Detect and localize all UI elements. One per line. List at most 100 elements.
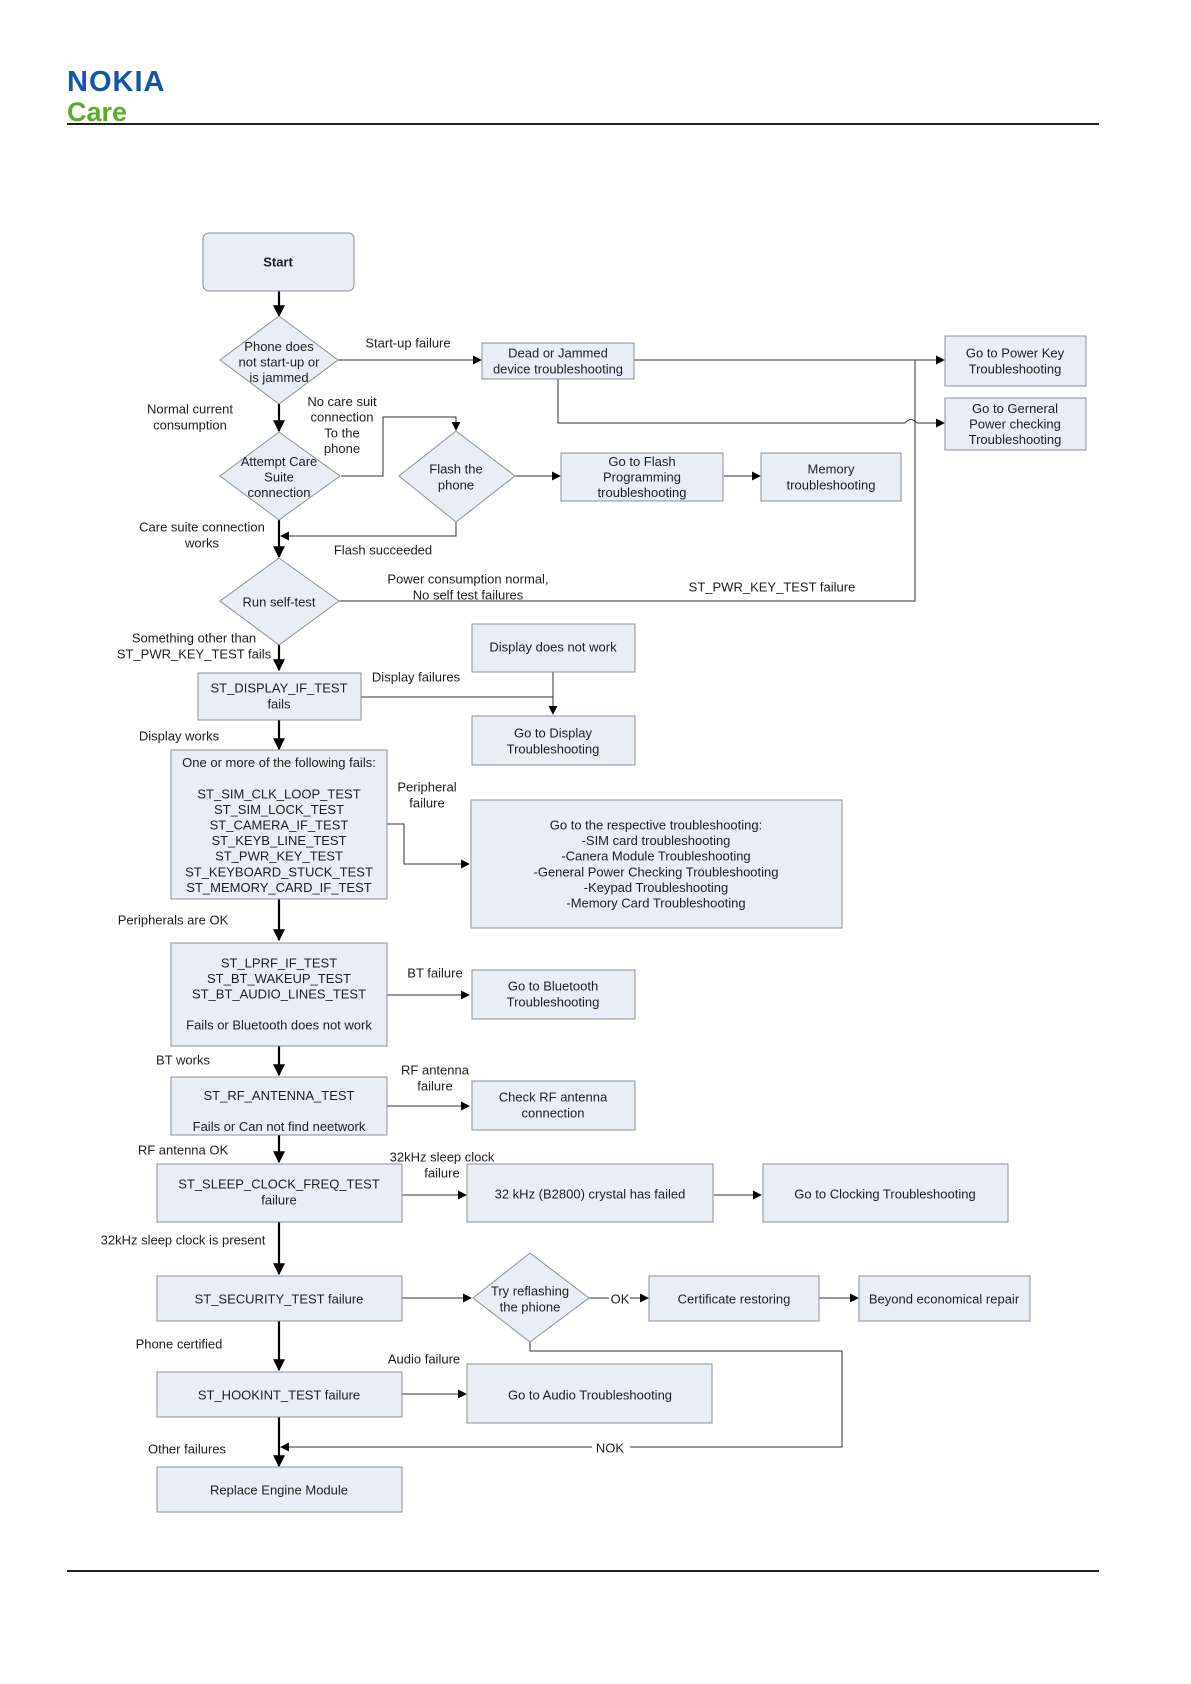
text-line: BT works bbox=[156, 1053, 210, 1068]
text-line: Power consumption normal, bbox=[387, 572, 548, 587]
text-line: Beyond economical repair bbox=[869, 1292, 1020, 1307]
text-line: NOK bbox=[596, 1441, 625, 1456]
text-line: device troubleshooting bbox=[493, 361, 623, 376]
label-nok: NOK bbox=[596, 1441, 625, 1456]
text-line: is jammed bbox=[249, 370, 308, 385]
text-line: Peripheral bbox=[397, 780, 456, 795]
text-line: Go to Clocking Troubleshooting bbox=[794, 1187, 975, 1202]
label-phone-certified: Phone certified bbox=[136, 1337, 223, 1352]
footer-rule bbox=[67, 1570, 1099, 1572]
label-sleep-present: 32kHz sleep clock is present bbox=[101, 1233, 266, 1248]
text-line: RF antenna OK bbox=[138, 1143, 229, 1158]
text-line: connection bbox=[311, 410, 374, 425]
text-line: Start bbox=[263, 255, 293, 270]
connectors bbox=[273, 291, 945, 1468]
text-line: No care suit bbox=[307, 394, 377, 409]
beyond-repair-box: Beyond economical repair bbox=[858, 1275, 1031, 1322]
text-line: consumption bbox=[153, 417, 227, 432]
self-test-decision: Run self-test bbox=[219, 557, 340, 646]
text-line: Audio failure bbox=[388, 1352, 460, 1367]
text-line: 32kHz sleep clock bbox=[390, 1150, 495, 1165]
text-line: ST_BT_AUDIO_LINES_TEST bbox=[192, 987, 366, 1002]
label-power-normal: Power consumption normal,No self test fa… bbox=[387, 572, 548, 603]
text-line: Attempt Care bbox=[241, 454, 318, 469]
text-line: -Memory Card Troubleshooting bbox=[566, 896, 745, 911]
node-text: Replace Engine Module bbox=[210, 1483, 348, 1498]
header-rule bbox=[67, 123, 1099, 125]
text-line: -Canera Module Troubleshooting bbox=[561, 849, 750, 864]
start-node: Start bbox=[202, 232, 355, 292]
audio-troubleshooting-box: Go to Audio Troubleshooting bbox=[466, 1363, 713, 1424]
label-flash-succeeded: Flash succeeded bbox=[334, 543, 432, 558]
text-line: Troubleshooting bbox=[507, 994, 600, 1009]
text-line: ST_PWR_KEY_TEST bbox=[215, 849, 343, 864]
text-line: 32kHz sleep clock is present bbox=[101, 1233, 266, 1248]
text-line: failure bbox=[424, 1165, 459, 1180]
text-line: Something other than bbox=[132, 631, 256, 646]
hookint-test-box: ST_HOOKINT_TEST failure bbox=[156, 1371, 403, 1418]
text-line: ST_LPRF_IF_TEST bbox=[221, 955, 337, 970]
text-line: failure bbox=[417, 1078, 452, 1093]
label-bt-failure: BT failure bbox=[407, 966, 462, 981]
text-line: Start-up failure bbox=[365, 336, 450, 351]
text-line: Go to the respective troubleshooting: bbox=[550, 818, 762, 833]
text-line: ST_CAMERA_IF_TEST bbox=[210, 818, 349, 833]
text-line: ST_KEYBOARD_STUCK_TEST bbox=[185, 864, 373, 879]
label-rf-ok: RF antenna OK bbox=[138, 1143, 229, 1158]
node-text: Start bbox=[263, 255, 293, 270]
label-startup-failure: Start-up failure bbox=[365, 336, 450, 351]
label-ok: OK bbox=[611, 1292, 630, 1307]
node-text: Go to the respective troubleshooting:-SI… bbox=[534, 818, 779, 911]
clocking-troubleshooting-box: Go to Clocking Troubleshooting bbox=[762, 1163, 1009, 1223]
text-line: Go to Audio Troubleshooting bbox=[508, 1388, 672, 1403]
text-line: ST_HOOKINT_TEST failure bbox=[198, 1388, 360, 1403]
text-line: ST_DISPLAY_IF_TEST bbox=[210, 681, 347, 696]
label-peripherals-ok: Peripherals are OK bbox=[118, 913, 229, 928]
brand-name: NOKIA bbox=[67, 66, 166, 98]
text-line: works bbox=[184, 535, 219, 550]
certificate-restoring-box: Certificate restoring bbox=[648, 1275, 820, 1322]
text-line: ST_SECURITY_TEST failure bbox=[195, 1292, 364, 1307]
text-line: -SIM card troubleshooting bbox=[582, 833, 731, 848]
text-line: Power checking bbox=[969, 417, 1061, 432]
security-test-box: ST_SECURITY_TEST failure bbox=[156, 1275, 403, 1322]
text-line: ST_RF_ANTENNA_TEST bbox=[204, 1088, 355, 1103]
node-text: 32 kHz (B2800) crystal has failed bbox=[495, 1187, 686, 1202]
text-line: Go to Display bbox=[514, 726, 593, 741]
node-text: One or more of the following fails:ST_SI… bbox=[182, 755, 376, 895]
replace-engine-box: Replace Engine Module bbox=[156, 1466, 403, 1513]
peripheral-tests-box: One or more of the following fails:ST_SI… bbox=[170, 749, 388, 900]
text-line: Phone does bbox=[244, 339, 314, 354]
text-line: ST_PWR_KEY_TEST failure bbox=[689, 580, 856, 595]
text-line: phone bbox=[438, 477, 474, 492]
text-line: Go to Flash bbox=[608, 454, 675, 469]
node-text: Display does not work bbox=[489, 640, 617, 655]
